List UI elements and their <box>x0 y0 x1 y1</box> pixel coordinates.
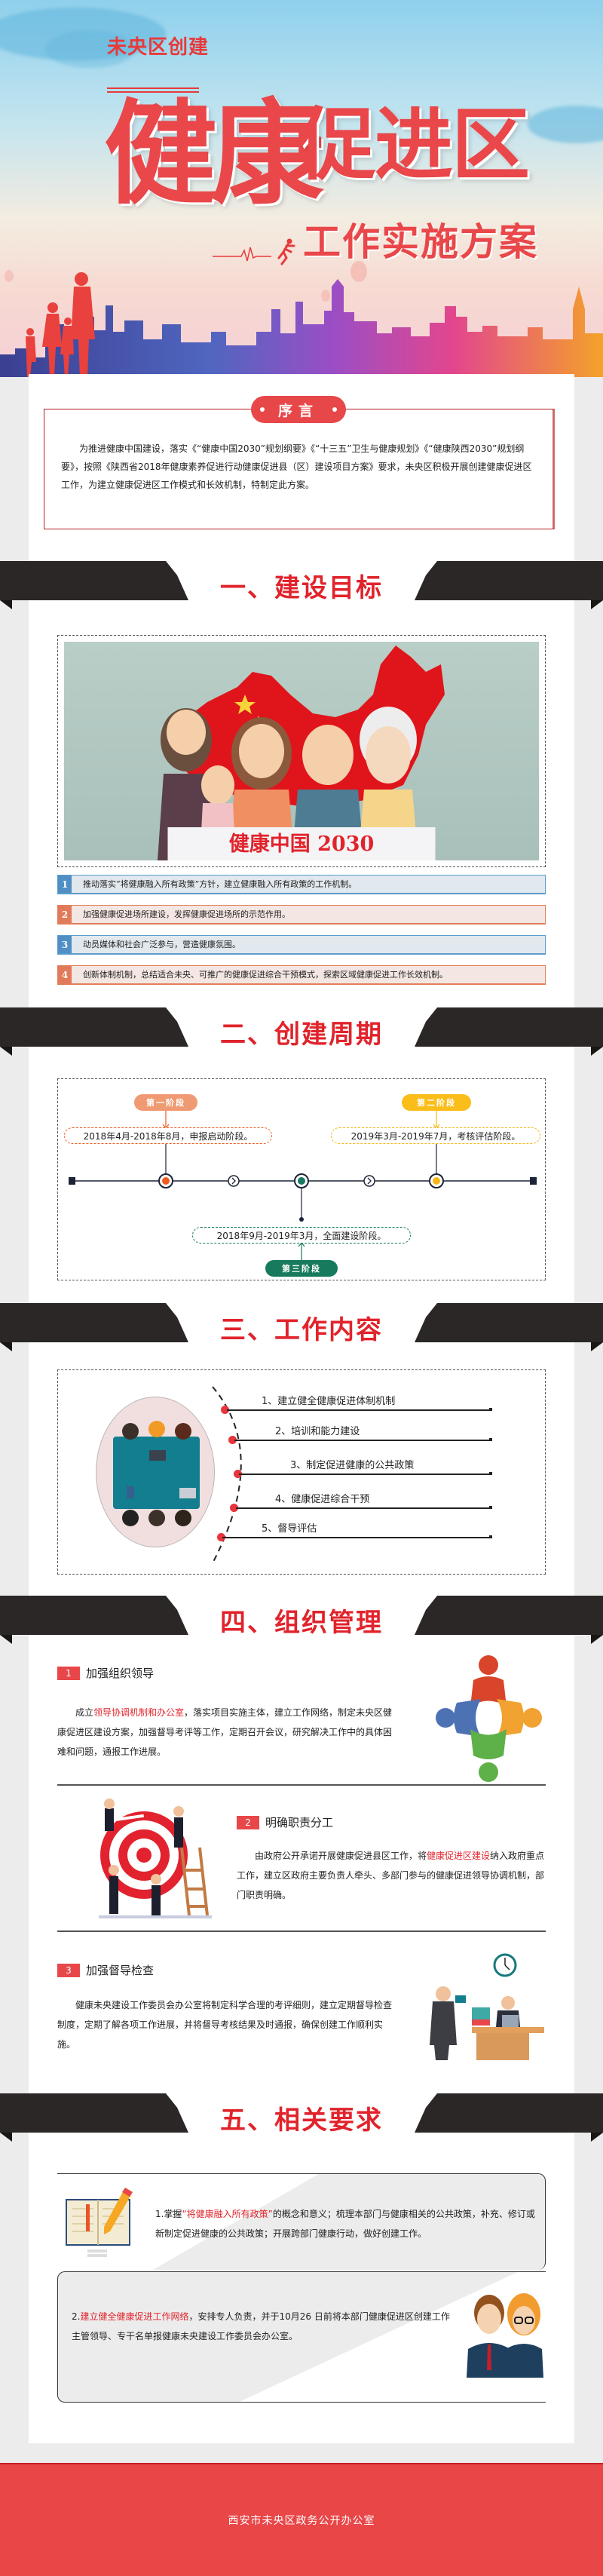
bullet-dot <box>228 1436 237 1444</box>
dashed-arc <box>212 1386 242 1562</box>
ribbon-left <box>0 561 188 600</box>
timeline-frame: 第一阶段 2018年4月-2018年8月，申报启动阶段。 第二阶段 2019年3… <box>57 1078 546 1280</box>
goal-item: 3 动员媒体和社会广泛参与，营造健康氛围。 <box>57 935 546 955</box>
preface-box: 序言 为推进健康中国建设，落实《“健康中国2030”规划纲要》《“十三五”卫生与… <box>44 396 555 529</box>
bullet-dot <box>221 1406 229 1414</box>
section-header-goals: 一、建设目标 <box>0 561 603 615</box>
phase-3-text: 2018年9月-2019年3月，全面建设阶段。 <box>192 1227 411 1244</box>
phase-2-text: 2019年3月-2019年7月，考核评估阶段。 <box>331 1127 540 1144</box>
number-tag: 2 <box>237 1815 259 1829</box>
target-team-illustration <box>99 1799 212 1918</box>
phase-2-label: 第二阶段 <box>402 1094 471 1111</box>
banner-title-main: 健康 <box>104 89 324 220</box>
block-text: 成立领导协调机制和办公室，落实项目实施主体，建立工作网络，制定未央区健康促进区建… <box>57 1707 393 1757</box>
org-block-3: 3 加强督导检查 健康未央建设工作委员会办公室将制定科学合理的考评细则，建立定期… <box>57 1932 546 2093</box>
city-skyline-illustration <box>0 261 603 377</box>
heartbeat-runner-icon <box>213 238 295 265</box>
goal-text: 加强健康促进场所建设，发挥健康促进场所的示范作用。 <box>83 909 290 919</box>
goal-number: 4 <box>58 966 72 983</box>
ribbon-right <box>415 561 603 600</box>
work-content-frame: 1、建立健全健康促进体制机制 2、培训和能力建设 3、制定促进健康的公共政策 4… <box>57 1369 546 1575</box>
hero-banner: 未央区创建 健康 促进区 工作实施方案 <box>0 0 603 377</box>
goal-item: 1 推动落实“将健康融入所有政策”方针，建立健康融入所有政策的工作机制。 <box>57 875 546 894</box>
goal-text: 推动落实“将健康融入所有政策”方针，建立健康融入所有政策的工作机制。 <box>83 879 357 889</box>
team-circle-icon <box>436 1655 542 1782</box>
timeline: 第一阶段 2018年4月-2018年8月，申报启动阶段。 第二阶段 2019年3… <box>58 1079 545 1280</box>
section-title: 三、工作内容 <box>220 1315 383 1345</box>
number-tag: 3 <box>57 1963 80 1977</box>
section-header-requirements: 五、相关要求 <box>0 2093 603 2148</box>
bullet-dot <box>230 1504 238 1512</box>
cloud-decoration <box>528 106 603 143</box>
goals-list: 1 推动落实“将健康融入所有政策”方针，建立健康融入所有政策的工作机制。 2 加… <box>57 875 546 985</box>
phase-1-label: 第一阶段 <box>134 1094 197 1111</box>
goals-illustration-frame: 健康中国 2030 <box>57 635 546 867</box>
phase-3-label: 第三阶段 <box>265 1260 338 1277</box>
requirement-item-2: 2.建立健全健康促进工作网络，安排专人负责，并于10月26 日前将本部门健康促进… <box>57 2271 546 2403</box>
footer: 西安市未央区政务公开办公室 <box>0 2463 603 2576</box>
block-heading: 加强督导检查 <box>86 1964 155 1977</box>
org-block-2: 2 明确职责分工 由政府公开承诺开展健康促进县区工作，将健康促进区建设纳入政府重… <box>57 1786 546 1932</box>
work-item: 2、培训和能力建设 <box>275 1426 360 1437</box>
block-heading: 明确职责分工 <box>265 1816 334 1829</box>
footer-text: 西安市未央区政务公开办公室 <box>228 2515 375 2527</box>
goal-text: 创新体制机制，总结适合未央、可推广的健康促进综合干预模式，探索区域健康促进工作长… <box>83 970 448 980</box>
section-title: 二、创建周期 <box>220 1020 383 1050</box>
section-header-cycle: 二、创建周期 <box>0 1007 603 1062</box>
block-heading: 加强组织领导 <box>86 1667 155 1680</box>
timeline-axis <box>69 1111 537 1260</box>
healthy-china-illustration: 健康中国 2030 <box>64 642 539 860</box>
content-panel: 序言 为推进健康中国建设，落实《“健康中国2030”规划纲要》《“十三五”卫生与… <box>0 374 603 2443</box>
cloud-decoration <box>45 30 136 68</box>
section-header-organization: 四、组织管理 <box>0 1596 603 1650</box>
illustration-caption: 健康中国 2030 <box>167 827 436 860</box>
goal-number: 3 <box>58 936 72 953</box>
organization-section: 1 加强组织领导 成立领导协调机制和办公室，落实项目实施主体，建立工作网络，制定… <box>57 1650 546 2093</box>
requirement-item-1: 1.掌握“将健康融入所有政策”的概念和意义；梳理本部门与健康相关的公共政策，补充… <box>57 2173 546 2270</box>
work-item: 1、建立健全健康促进体制机制 <box>262 1396 396 1407</box>
supervision-illustration <box>430 1953 544 2060</box>
section-title: 五、相关要求 <box>220 2105 383 2136</box>
requirement-text: 1.掌握“将健康融入所有政策”的概念和意义；梳理本部门与健康相关的公共政策，补充… <box>155 2209 535 2239</box>
work-content: 1、建立健全健康促进体制机制 2、培训和能力建设 3、制定促进健康的公共政策 4… <box>58 1370 545 1574</box>
work-item: 3、制定促进健康的公共政策 <box>290 1460 415 1471</box>
book-pencil-icon <box>66 2188 133 2257</box>
phase-1-text: 2018年4月-2018年8月，申报启动阶段。 <box>64 1127 272 1144</box>
subtitle-underline <box>107 87 199 93</box>
block-text: 由政府公开承诺开展健康促进县区工作，将健康促进区建设纳入政府重点工作，建立区政府… <box>237 1851 545 1900</box>
preface-tag: 序言 <box>251 396 346 423</box>
section-title: 一、建设目标 <box>220 573 383 603</box>
meeting-illustration <box>96 1397 215 1547</box>
section-header-work: 三、工作内容 <box>0 1303 603 1357</box>
goal-item: 4 创新体制机制，总结适合未央、可推广的健康促进综合干预模式，探索区域健康促进工… <box>57 965 546 985</box>
requirement-text: 2.建立健全健康促进工作网络，安排专人负责，并于10月26 日前将本部门健康促进… <box>72 2311 450 2341</box>
section-title: 四、组织管理 <box>220 1608 383 1638</box>
preface-text: 为推进健康中国建设，落实《“健康中国2030”规划纲要》《“十三五”卫生与健康规… <box>61 443 532 490</box>
people-avatars-icon <box>467 2293 543 2378</box>
goal-item: 2 加强健康促进场所建设，发挥健康促进场所的示范作用。 <box>57 905 546 925</box>
bullet-dot <box>217 1533 225 1541</box>
number-tag: 1 <box>57 1666 80 1680</box>
banner-subtitle: 未央区创建 <box>107 36 210 59</box>
banner-title-sub: 工作实施方案 <box>303 219 538 264</box>
goal-number: 1 <box>58 876 72 893</box>
work-item: 5、督导评估 <box>262 1523 317 1535</box>
banner-title-rest: 促进区 <box>298 98 530 191</box>
block-text: 健康未央建设工作委员会办公室将制定科学合理的考评细则，建立定期督导检查制度，定期… <box>57 2000 393 2050</box>
goal-number: 2 <box>58 906 72 923</box>
goal-text: 动员媒体和社会广泛参与，营造健康氛围。 <box>83 940 240 949</box>
work-item: 4、健康促进综合干预 <box>275 1494 370 1505</box>
bullet-dot <box>234 1470 242 1478</box>
requirements-section: 1.掌握“将健康融入所有政策”的概念和意义；梳理本部门与健康相关的公共政策，补充… <box>57 2173 546 2403</box>
org-block-1: 1 加强组织领导 成立领导协调机制和办公室，落实项目实施主体，建立工作网络，制定… <box>57 1650 546 1786</box>
cloud-decoration <box>0 8 166 60</box>
